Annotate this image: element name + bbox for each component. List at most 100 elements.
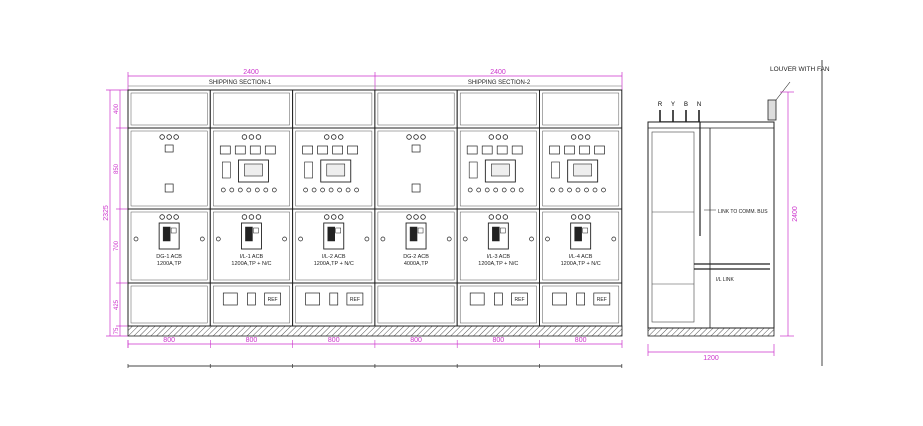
acb-control-button (170, 227, 177, 234)
phase-b: B (684, 102, 688, 108)
louver-fan (767, 99, 777, 121)
top-dimensions (127, 72, 623, 90)
indicator-lamp (577, 134, 584, 140)
breaker-label: I/L-4 ACB (569, 254, 593, 260)
indicator-lamp (584, 134, 591, 140)
indicator-lamp (255, 134, 262, 140)
meter-display (491, 163, 510, 177)
energy-meter (469, 292, 485, 306)
door-handle (364, 236, 370, 242)
energy-meter (552, 292, 567, 306)
meter-compartment-door (213, 130, 290, 207)
side-enclosure (647, 121, 775, 329)
breaker-indicator-lamp (324, 214, 330, 220)
ref-relay-label: REF (515, 297, 525, 303)
acb-control-button (417, 227, 424, 234)
push-button (510, 187, 516, 193)
panel-width-dim: 800 (328, 337, 340, 344)
breaker-compartment-door (459, 211, 537, 281)
overall-height-dim: 2325 (103, 205, 110, 221)
breaker-rating: 1200A,TP + N/C (314, 261, 354, 267)
door-handle (282, 236, 287, 242)
front-elevation-view: 2400 2400 SHIPPING SECTION-1 SHIPPING SE… (103, 69, 623, 368)
panel-enclosure (456, 89, 541, 327)
panel-width-dim: 800 (163, 337, 175, 344)
phase-r: R (658, 102, 663, 108)
analog-meter (347, 145, 358, 155)
louver-note-text: LOUVER WITH FAN (770, 66, 830, 73)
acb-control-button (253, 227, 259, 234)
ref-relay-label: REF (597, 297, 607, 303)
indicator-lamp (324, 134, 330, 140)
busbar-chamber-door (542, 92, 620, 126)
push-button (550, 187, 555, 193)
push-button (271, 187, 277, 193)
coupling-note: LINK TO COMM. BUS (718, 209, 768, 215)
push-button (601, 187, 606, 193)
analog-meter (511, 145, 523, 155)
meter-display (244, 163, 263, 177)
push-button (345, 187, 351, 193)
acb-release-unit (574, 226, 582, 242)
indicator-lamp (570, 134, 577, 140)
push-button (311, 187, 317, 193)
analog-meter (466, 145, 478, 155)
analog-meter (219, 145, 231, 155)
panel-enclosure (292, 89, 376, 327)
acb-release-unit (409, 226, 418, 242)
louver-leader (775, 81, 791, 101)
meter-compartment-door (130, 130, 208, 207)
analog-meter (317, 145, 328, 155)
test-block (576, 292, 586, 306)
lower-note: I/L LINK (716, 277, 735, 283)
cable-compartment-door (542, 285, 620, 324)
push-button (558, 187, 564, 193)
breaker-rating: 1200A,TP + N/C (478, 261, 518, 267)
analog-meter (302, 145, 313, 155)
breaker-label: I/L-2 ACB (322, 254, 346, 260)
selector-switch (164, 144, 174, 153)
breaker-indicator-lamp (406, 214, 412, 220)
push-button (584, 187, 589, 193)
breaker-compartment-door (130, 211, 208, 281)
door-handle (215, 236, 221, 242)
panel-width-dim: 800 (246, 337, 258, 344)
section-2-width: 2400 (490, 69, 506, 76)
cable-compartment-door (130, 285, 208, 324)
meter-display (326, 163, 346, 177)
panel-enclosure (539, 89, 623, 327)
indicator-lamp (331, 134, 337, 140)
door-handle (611, 236, 617, 242)
breaker-label: DG-2 ACB (403, 254, 429, 260)
side-dimensions (647, 91, 794, 356)
indicator-lamp (159, 134, 165, 140)
panel-width-dim: 800 (410, 337, 422, 344)
height-dim-cable: 425 (114, 299, 120, 310)
push-button (237, 187, 243, 193)
acb-control-button (500, 227, 506, 234)
section-2-label: SHIPPING SECTION-2 (468, 80, 531, 86)
louver-note: LOUVER WITH FAN (770, 66, 830, 73)
breaker-indicator-lamp (495, 214, 502, 220)
breaker-indicator-lamp (420, 214, 426, 220)
breaker-indicator-lamp (577, 214, 584, 220)
indicator-lamp (173, 134, 179, 140)
section-1-width: 2400 (243, 69, 259, 76)
ref-relay-label: REF (350, 297, 360, 303)
panel-width-dim: 800 (575, 337, 587, 344)
indicator-lamp (338, 134, 344, 140)
indicator-lamp (495, 134, 502, 140)
push-button (575, 187, 581, 193)
panel-enclosure (374, 89, 458, 327)
door-handle (462, 236, 468, 242)
panel-enclosure (209, 89, 294, 327)
breaker-indicator-lamp (502, 214, 509, 220)
breaker-indicator-lamp (241, 214, 248, 220)
analog-meter (332, 145, 343, 155)
cable-compartment-door (377, 285, 455, 324)
breaker-indicator-lamp (413, 214, 419, 220)
acb-release-unit (245, 226, 253, 242)
door-handle (380, 236, 386, 242)
